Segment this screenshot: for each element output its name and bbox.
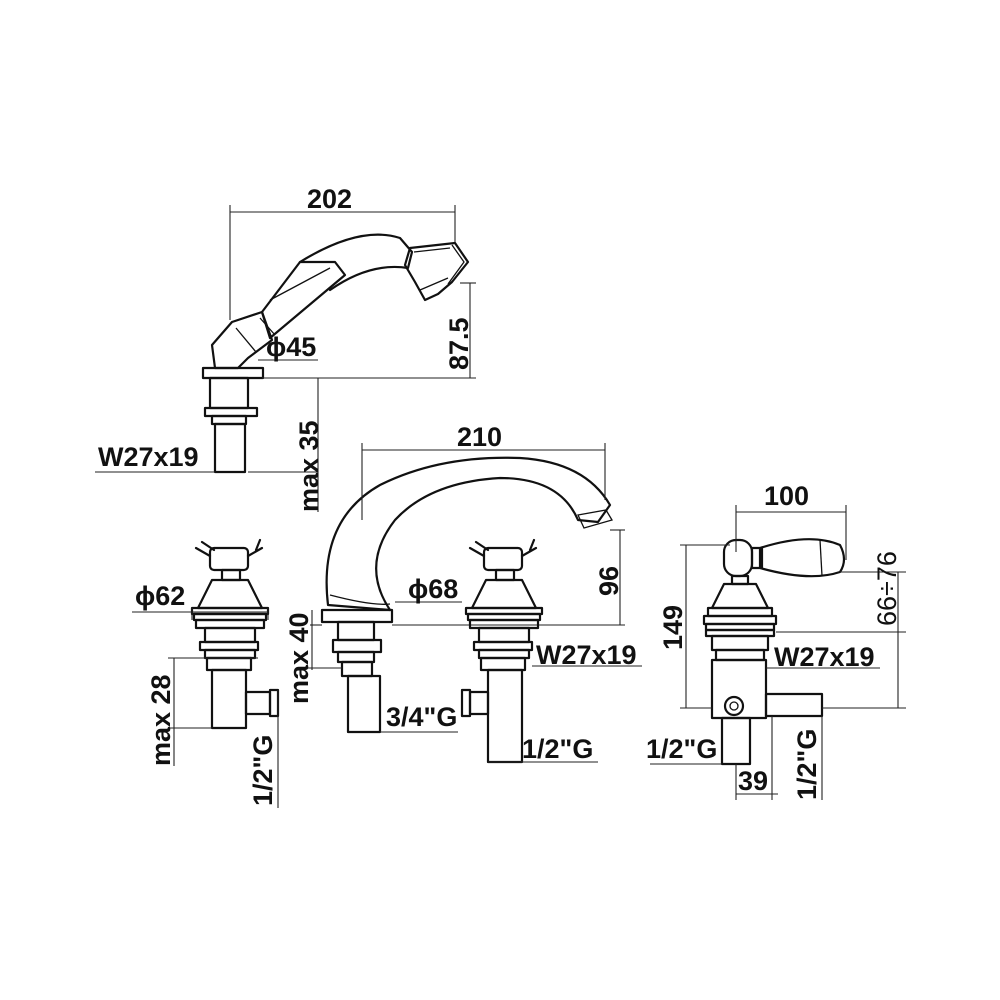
hand-shower [95,205,476,512]
diverter-offset-label: 39 [738,766,768,796]
center-valve [460,538,642,764]
shower-height-label: 87.5 [444,317,474,370]
diverter-width-label: 100 [764,481,809,511]
shower-max-label: max 35 [294,420,324,512]
center-valve-outlet-label: 1/2"G [522,734,593,764]
diverter-inlet-label: 1/2"G [646,734,717,764]
spout-height-label: 96 [594,566,624,596]
diverter-height-label: 149 [658,605,688,650]
spout-diameter-label: ϕ68 [408,574,458,604]
diverter-range-label: 66÷76 [872,551,902,626]
left-valve [132,538,280,808]
diverter-outlet-label: 1/2"G [792,729,822,800]
spout-thread-label: 3/4"G [386,702,457,732]
shower-thread-label: W27x19 [98,442,199,472]
spout-width-label: 210 [457,422,502,452]
shower-diameter-label: ϕ45 [266,332,316,362]
left-valve-diameter-label: ϕ62 [135,581,185,611]
diverter-thread-label: W27x19 [774,642,875,672]
center-valve-thread-label: W27x19 [536,640,637,670]
spout [302,443,625,734]
spout-max-label: max 40 [284,612,314,704]
diverter [650,505,906,800]
left-valve-max-label: max 28 [146,674,176,766]
shower-width-label: 202 [307,184,352,214]
left-valve-thread-label: 1/2"G [248,735,278,806]
